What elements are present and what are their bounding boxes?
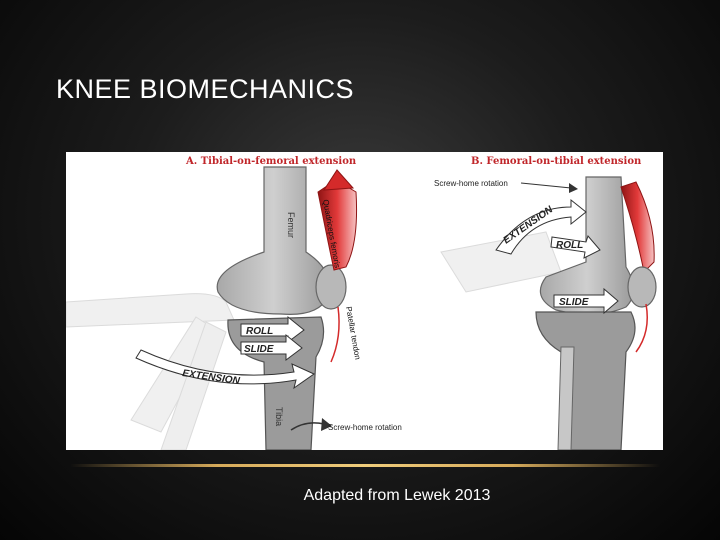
femur-label: Femur: [286, 212, 296, 238]
patellar-tendon-b: [636, 304, 647, 352]
screw-home-label-b: Screw-home rotation: [434, 179, 508, 188]
quadriceps-arrowhead: [324, 170, 353, 190]
screw-home-b: Screw-home rotation: [434, 179, 578, 193]
panel-b: B. Femoral-on-tibial extension EXTENSION: [434, 156, 656, 450]
roll-label-a: ROLL: [246, 326, 273, 337]
gold-divider: [70, 464, 660, 467]
slide-label-b: SLIDE: [559, 297, 589, 308]
tibia-label: Tibia: [274, 407, 284, 426]
patella-a: [316, 265, 346, 309]
panel-a: A. Tibial-on-femoral extension Femur Qua…: [66, 156, 402, 450]
slide-label-a: SLIDE: [244, 344, 274, 355]
knee-biomechanics-figure: A. Tibial-on-femoral extension Femur Qua…: [66, 152, 663, 450]
tibia-b: [536, 312, 635, 450]
figure-svg: A. Tibial-on-femoral extension Femur Qua…: [66, 152, 663, 450]
femur: [217, 167, 330, 314]
patella-b: [628, 267, 656, 307]
fibula-b: [558, 347, 574, 450]
panel-a-title: A. Tibial-on-femoral extension: [185, 156, 357, 167]
panel-b-title: B. Femoral-on-tibial extension: [471, 156, 642, 167]
slide-title: KNEE BIOMECHANICS: [56, 74, 354, 105]
screw-home-label-a: Screw-home rotation: [328, 423, 402, 432]
patellar-tendon: [331, 307, 339, 362]
tendon-label: Patellar tendon: [344, 306, 362, 361]
source-caption: Adapted from Lewek 2013: [0, 487, 720, 505]
roll-label-b: ROLL: [556, 240, 583, 251]
